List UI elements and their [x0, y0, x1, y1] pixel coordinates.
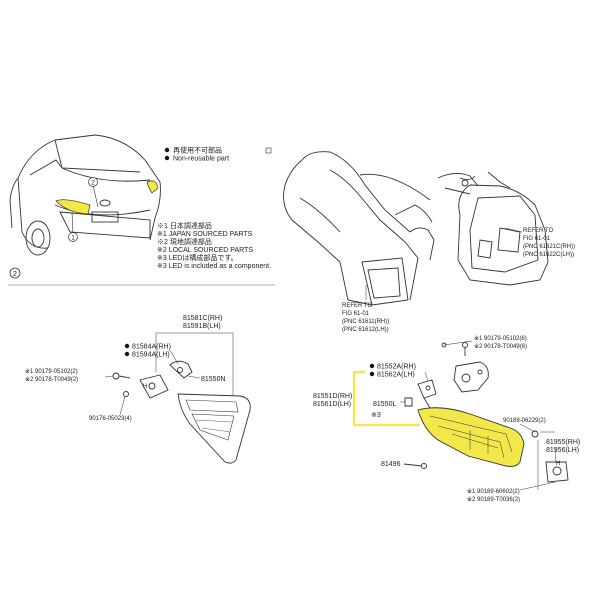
svg-text:※2 90178-T0049(2): ※2 90178-T0049(2)	[25, 376, 78, 383]
svg-text:81550N: 81550N	[201, 376, 226, 383]
callout-2: 2	[88, 177, 99, 208]
svg-text:(PNC 61622C(LH)): (PNC 61622C(LH))	[523, 252, 574, 258]
outer-lamp-leaders	[400, 340, 557, 491]
svg-text:Non-reusable part: Non-reusable part	[173, 156, 229, 163]
car-rear-illustration	[9, 134, 161, 256]
svg-text:※2 現地調達部品: ※2 現地調達部品	[157, 237, 212, 246]
callout-1: 1	[68, 211, 78, 242]
svg-text:※1 90189-60602(2): ※1 90189-60602(2)	[467, 488, 520, 495]
outer-tail-lamp-highlight	[417, 407, 525, 467]
outer-h-mark: H	[556, 461, 560, 467]
svg-text:81562A(LH): 81562A(LH)	[377, 372, 415, 379]
svg-text:※1 90179-05102(2): ※1 90179-05102(2)	[25, 368, 78, 375]
svg-text:81550L: 81550L	[373, 401, 396, 408]
svg-text:※3: ※3	[371, 412, 381, 419]
car-tail-lamp-left-highlight	[55, 199, 91, 215]
reference-marker	[265, 147, 272, 154]
refer-top-leader	[504, 227, 523, 233]
svg-text:81551D(RH): 81551D(RH)	[313, 393, 352, 400]
svg-text:FIG 61-01: FIG 61-01	[523, 236, 551, 242]
svg-text:90189-06229(2): 90189-06229(2)	[503, 418, 546, 424]
svg-text:再使用不可部品: 再使用不可部品	[173, 146, 222, 155]
svg-text:90176-05023(4): 90176-05023(4)	[89, 416, 132, 422]
svg-text:1: 1	[71, 236, 75, 242]
svg-text:※1 90179-05102(6): ※1 90179-05102(6)	[474, 335, 527, 342]
svg-text:81584A(RH): 81584A(RH)	[132, 344, 171, 351]
svg-text:81956(LH): 81956(LH)	[546, 447, 579, 454]
svg-text:※3 LED is included as a compon: ※3 LED is included as a component.	[157, 263, 271, 270]
svg-text:※2 LOCAL SOURCED PARTS: ※2 LOCAL SOURCED PARTS	[157, 247, 253, 254]
section-2-marker: 2	[9, 267, 21, 279]
svg-text:※2 90178-T0049(6): ※2 90178-T0049(6)	[474, 343, 527, 350]
svg-text:81594A(LH): 81594A(LH)	[132, 352, 170, 359]
legend: 再使用不可部品 Non-reusable part	[164, 146, 229, 163]
outer-lamp-hardware	[403, 342, 569, 483]
svg-text:(PNC 61611(RH)): (PNC 61611(RH))	[342, 319, 389, 325]
svg-text:※1 JAPAN SOURCED PARTS: ※1 JAPAN SOURCED PARTS	[157, 231, 253, 238]
inner-lamp-leaders	[104, 332, 234, 416]
refer-to-top: REFER TO FIG 61-01 (PNC 61621C(RH)) (PNC…	[523, 228, 575, 258]
refer-to-mid: REFER TO FIG 61-01 (PNC 61611(RH)) (PNC …	[342, 303, 389, 333]
svg-text:2: 2	[91, 181, 95, 187]
svg-text:81552A(RH): 81552A(RH)	[377, 364, 416, 371]
svg-text:REFER TO: REFER TO	[523, 228, 553, 234]
svg-text:81561D(LH): 81561D(LH)	[313, 401, 351, 408]
inner-trim-panel-illustration	[437, 171, 549, 286]
svg-text:FIG 61-01: FIG 61-01	[342, 311, 370, 317]
svg-text:REFER TO: REFER TO	[342, 303, 372, 309]
inner-lamp-illustration	[112, 360, 251, 464]
outer-lamp-labels: 81552A(RH) 81562A(LH) 81551D(RH) 81561D(…	[313, 364, 580, 504]
svg-text:81581C(RH): 81581C(RH)	[183, 315, 222, 322]
svg-text:81591B(LH): 81591B(LH)	[183, 323, 221, 330]
source-notes: ※1 日本調達部品 ※1 JAPAN SOURCED PARTS ※2 現地調達…	[157, 221, 271, 270]
quarter-panel-illustration	[283, 151, 435, 306]
car-tail-lamp-right-highlight	[146, 180, 159, 194]
inner-lamp-labels: 81581C(RH) 81591B(LH) 81584A(RH) 81594A(…	[25, 315, 226, 422]
outer-tail-lamp-details	[429, 415, 513, 459]
outer-lamp-highlight-bracket	[352, 370, 420, 427]
svg-text:※2 90189-T0036(2): ※2 90189-T0036(2)	[467, 496, 520, 503]
outer-lamp-top-bolts: ※1 90179-05102(6) ※2 90178-T0049(6)	[474, 335, 527, 350]
svg-text:2: 2	[13, 271, 17, 278]
svg-text:81496: 81496	[381, 461, 401, 468]
svg-text:(PNC 61621C(RH)): (PNC 61621C(RH))	[523, 244, 575, 250]
svg-text:※1 日本調達部品: ※1 日本調達部品	[157, 221, 212, 230]
svg-text:※3 LEDは構成部品です。: ※3 LEDは構成部品です。	[157, 253, 238, 262]
inner-h-mark: H	[143, 384, 147, 390]
svg-text:81955(RH): 81955(RH)	[546, 439, 580, 446]
svg-text:(PNC 61612(LH)): (PNC 61612(LH))	[342, 327, 389, 333]
